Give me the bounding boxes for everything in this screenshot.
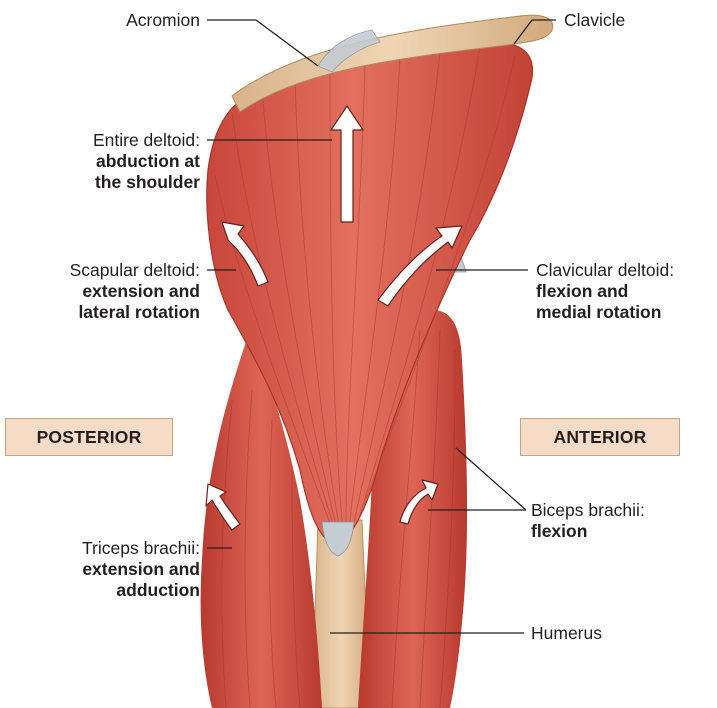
clavicle-label-text: Clavicle bbox=[564, 10, 625, 30]
scapular-deltoid-label: Scapular deltoid: extension and lateral … bbox=[4, 260, 200, 323]
triceps-brachii-name: Triceps brachii: bbox=[82, 538, 200, 558]
humerus-label-text: Humerus bbox=[531, 623, 602, 643]
entire-deltoid-name: Entire deltoid: bbox=[93, 130, 200, 150]
acromion-label-text: Acromion bbox=[126, 10, 200, 30]
biceps-brachii-action-1: flexion bbox=[531, 521, 645, 542]
clavicle-label: Clavicle bbox=[564, 10, 625, 31]
humerus-label: Humerus bbox=[531, 623, 602, 644]
entire-deltoid-action-2: the shoulder bbox=[10, 172, 200, 193]
biceps-brachii-name: Biceps brachii: bbox=[531, 500, 645, 520]
scapular-deltoid-action-1: extension and bbox=[4, 281, 200, 302]
clavicular-deltoid-action-2: medial rotation bbox=[536, 302, 674, 323]
acromion-label: Acromion bbox=[60, 10, 200, 31]
posterior-tag: POSTERIOR bbox=[5, 418, 173, 456]
entire-deltoid-label: Entire deltoid: abduction at the shoulde… bbox=[10, 130, 200, 193]
triceps-brachii-action-1: extension and bbox=[10, 559, 200, 580]
scapular-deltoid-name: Scapular deltoid: bbox=[70, 260, 200, 280]
entire-deltoid-action-1: abduction at bbox=[10, 151, 200, 172]
triceps-brachii-action-2: adduction bbox=[10, 580, 200, 601]
scapular-deltoid-action-2: lateral rotation bbox=[4, 302, 200, 323]
posterior-tag-text: POSTERIOR bbox=[37, 427, 142, 447]
clavicular-deltoid-label: Clavicular deltoid: flexion and medial r… bbox=[536, 260, 674, 323]
anterior-tag-text: ANTERIOR bbox=[554, 427, 647, 447]
biceps-brachii-label: Biceps brachii: flexion bbox=[531, 500, 645, 542]
anterior-tag: ANTERIOR bbox=[520, 418, 680, 456]
clavicular-deltoid-name: Clavicular deltoid: bbox=[536, 260, 674, 280]
triceps-brachii-label: Triceps brachii: extension and adduction bbox=[10, 538, 200, 601]
clavicular-deltoid-action-1: flexion and bbox=[536, 281, 674, 302]
